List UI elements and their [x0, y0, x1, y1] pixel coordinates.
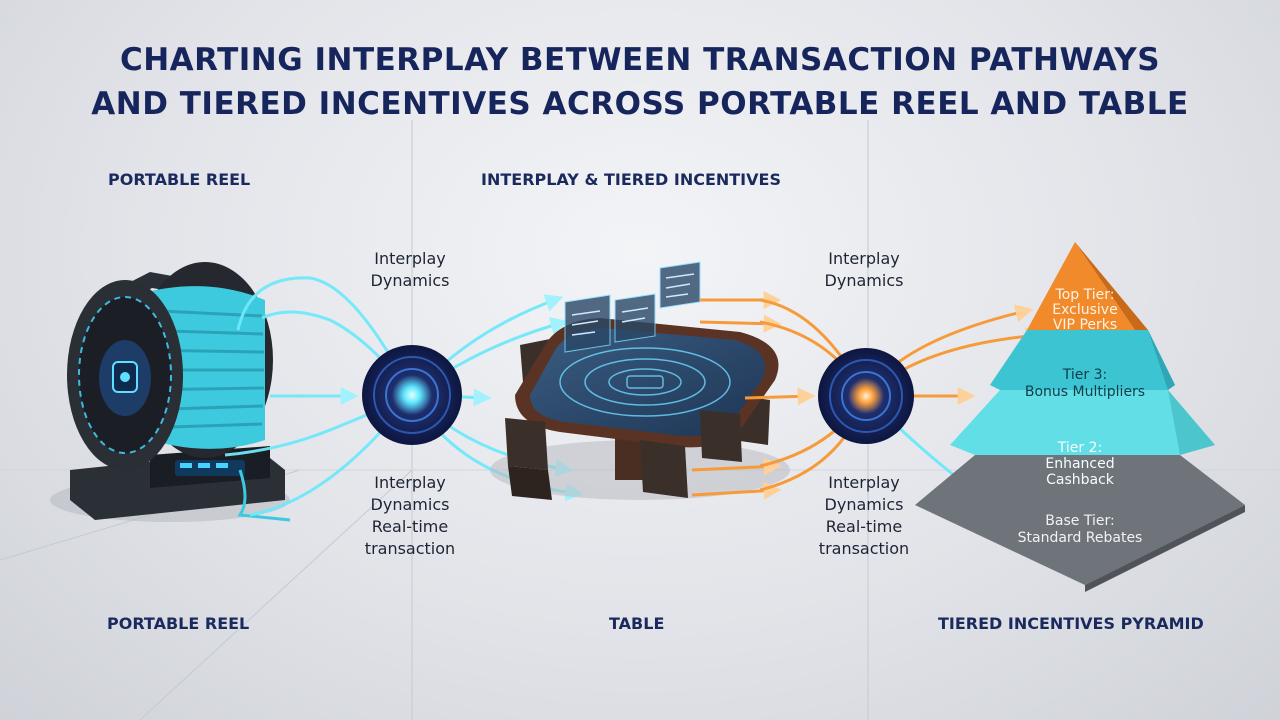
pyramid-base-tier-label: Base Tier: Standard Rebates: [995, 513, 1165, 547]
tier-3-line-1: Tier 3:: [1005, 367, 1165, 384]
tier-2-line-1: Tier 2:: [1000, 440, 1160, 456]
left-hub-top-line-1: Interplay: [348, 248, 472, 270]
page-title: CHARTING INTERPLAY BETWEEN TRANSACTION P…: [0, 38, 1280, 126]
left-hub-top-label: Interplay Dynamics: [348, 248, 472, 292]
left-hub-bottom-line-1: Interplay: [348, 472, 472, 494]
tier-top-line-3: VIP Perks: [1020, 318, 1150, 333]
tier-top-line-2: Exclusive: [1020, 303, 1150, 318]
right-hub-node: [818, 348, 914, 444]
tier-3-line-2: Bonus Multipliers: [1005, 384, 1165, 401]
section-label-bottom-left: PORTABLE REEL: [107, 614, 249, 633]
left-hub-node: [362, 345, 462, 445]
left-hub-bottom-line-3: Real-time: [348, 516, 472, 538]
pyramid-tier-3-label: Tier 3: Bonus Multipliers: [1005, 367, 1165, 401]
right-hub-bottom-line-1: Interplay: [800, 472, 928, 494]
tier-top-line-1: Top Tier:: [1020, 288, 1150, 303]
left-hub-bottom-line-2: Dynamics: [348, 494, 472, 516]
portable-reel-illustration: [50, 262, 290, 522]
tier-2-line-3: Cashback: [1000, 472, 1160, 488]
tier-2-line-2: Enhanced: [1000, 456, 1160, 472]
right-hub-bottom-line-4: transaction: [800, 538, 928, 560]
left-hub-top-line-2: Dynamics: [348, 270, 472, 292]
pyramid-tier-top-label: Top Tier: Exclusive VIP Perks: [1020, 288, 1150, 333]
right-hub-bottom-label: Interplay Dynamics Real-time transaction: [800, 472, 928, 560]
right-hub-top-label: Interplay Dynamics: [800, 248, 928, 292]
pyramid-tier-2-label: Tier 2: Enhanced Cashback: [1000, 440, 1160, 488]
right-hub-bottom-line-3: Real-time: [800, 516, 928, 538]
right-hub-top-line-1: Interplay: [800, 248, 928, 270]
section-label-bottom-center: TABLE: [609, 614, 664, 633]
section-label-bottom-right: TIERED INCENTIVES PYRAMID: [938, 614, 1204, 633]
section-label-top-center: INTERPLAY & TIERED INCENTIVES: [481, 170, 781, 189]
base-tier-line-2: Standard Rebates: [995, 530, 1165, 547]
section-label-top-left: PORTABLE REEL: [108, 170, 250, 189]
title-line-2: AND TIERED INCENTIVES ACROSS PORTABLE RE…: [0, 82, 1280, 126]
left-hub-bottom-label: Interplay Dynamics Real-time transaction: [348, 472, 472, 560]
left-hub-bottom-line-4: transaction: [348, 538, 472, 560]
right-hub-bottom-line-2: Dynamics: [800, 494, 928, 516]
title-line-1: CHARTING INTERPLAY BETWEEN TRANSACTION P…: [0, 38, 1280, 82]
right-hub-top-line-2: Dynamics: [800, 270, 928, 292]
base-tier-line-1: Base Tier:: [995, 513, 1165, 530]
table-illustration: [490, 262, 790, 500]
